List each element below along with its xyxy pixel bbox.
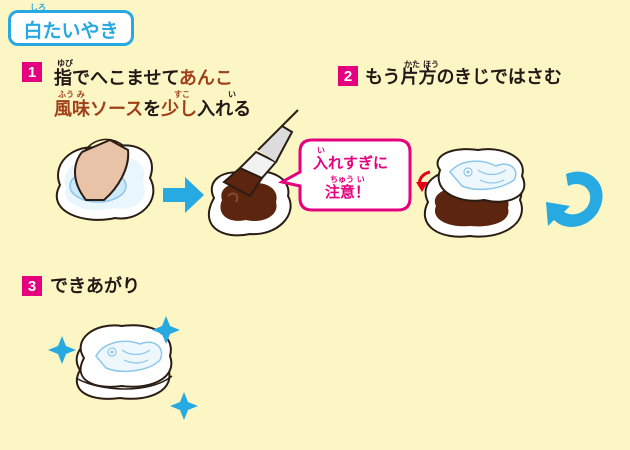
sparkle-icon	[0, 0, 630, 450]
